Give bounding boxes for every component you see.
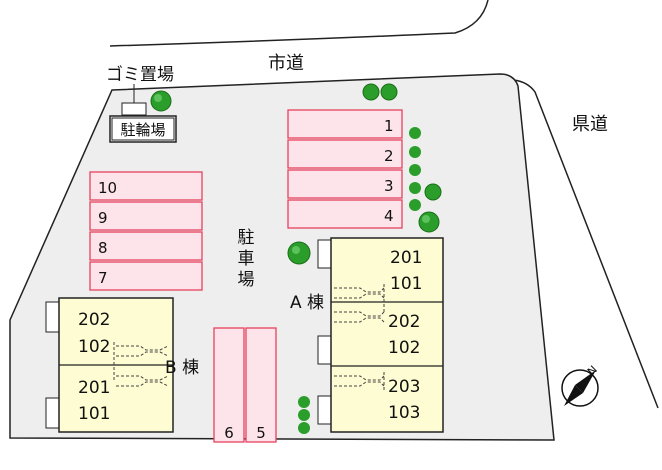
building-b-balcony-1 — [45, 301, 61, 333]
parking-slot-4-label: 4 — [384, 207, 394, 225]
building-b-balcony-2 — [45, 397, 61, 429]
parking-slot-3-label: 3 — [384, 177, 394, 195]
building-a-stair-1 — [334, 284, 385, 312]
compass-needle-north — [575, 370, 596, 393]
building-a-unit-103: 103 — [388, 403, 420, 423]
building-a: 201 101 202 102 203 103 — [317, 237, 444, 433]
parking-slot-1 — [287, 109, 403, 139]
tree-1-highlight — [154, 94, 162, 102]
parking-slot-8 — [89, 231, 203, 261]
parking-slot-6 — [213, 327, 245, 443]
tree-11-highlight — [292, 246, 300, 254]
building-a-unit-203: 203 — [388, 377, 420, 397]
bicycle-parking-label: 駐輪場 — [120, 121, 165, 139]
parking-slot-2 — [287, 139, 403, 169]
tree-12 — [298, 396, 310, 408]
parking-slot-1-label: 1 — [384, 117, 394, 135]
parking-slot-7-label: 7 — [98, 269, 108, 287]
parking-slot-4 — [287, 199, 403, 229]
tree-7 — [409, 182, 421, 194]
road-edge-city-upper — [109, 0, 489, 47]
bicycle-parking-box — [109, 115, 177, 143]
tree-14 — [298, 422, 310, 434]
building-a-body — [330, 237, 444, 433]
tree-11 — [287, 241, 311, 265]
parking-slot-3 — [287, 169, 403, 199]
building-a-label: A 棟 — [290, 293, 324, 313]
building-a-balcony-3 — [317, 395, 333, 425]
parking-label-char-3: 場 — [238, 270, 255, 290]
tree-13 — [298, 409, 310, 421]
building-b-stair-1 — [113, 342, 169, 380]
road-edge-prefectural — [513, 79, 659, 409]
parking-label-char-2: 車 — [238, 249, 255, 269]
tree-3 — [380, 83, 398, 101]
tree-8 — [409, 199, 421, 211]
building-b-stair-2 — [116, 375, 169, 387]
parking-slot-5-label: 5 — [256, 424, 266, 442]
city-road-label: 市道 — [268, 53, 304, 74]
garbage-bin — [121, 102, 147, 116]
tree-6 — [409, 164, 421, 176]
building-a-unit-201: 201 — [390, 248, 422, 268]
compass-needle-south — [564, 385, 583, 406]
building-a-stair-3 — [334, 372, 385, 392]
tree-5 — [409, 146, 421, 158]
parking-slot-6-label: 6 — [224, 424, 234, 442]
parking-label-char-1: 駐 — [238, 228, 255, 248]
parking-slot-10-label: 10 — [98, 179, 117, 197]
bicycle-parking-inner — [111, 117, 175, 141]
tree-4 — [409, 127, 421, 139]
tree-1 — [150, 90, 172, 112]
building-b-unit-201: 201 — [78, 378, 110, 398]
tree-2 — [362, 83, 380, 101]
building-b-label: B 棟 — [165, 358, 199, 378]
building-b: 202 102 201 101 — [45, 297, 174, 433]
tree-group — [150, 83, 442, 434]
building-a-balcony-2 — [317, 335, 333, 365]
garbage-area-label: ゴミ置場 — [106, 64, 174, 85]
parking-slot-10 — [89, 171, 203, 201]
building-b-unit-202: 202 — [78, 310, 110, 330]
building-a-balcony-1 — [317, 239, 333, 269]
building-a-unit-102: 102 — [388, 338, 420, 358]
parking-slot-7 — [89, 261, 203, 291]
building-a-stair-2 — [334, 311, 385, 323]
parking-slot-8-label: 8 — [98, 239, 108, 257]
tree-10-highlight — [422, 215, 430, 223]
parking-slot-2-label: 2 — [384, 147, 394, 165]
prefectural-road-label: 県道 — [572, 114, 608, 135]
parking-slot-5 — [245, 327, 277, 443]
parking-slot-9 — [89, 201, 203, 231]
parking-slot-9-label: 9 — [98, 209, 108, 227]
building-a-unit-101: 101 — [390, 274, 422, 294]
building-a-unit-202: 202 — [388, 312, 420, 332]
building-b-unit-101: 101 — [78, 404, 110, 424]
building-b-unit-102: 102 — [78, 337, 110, 357]
tree-10 — [418, 211, 440, 233]
tree-9 — [424, 183, 442, 201]
compass-rose: N — [561, 363, 600, 407]
